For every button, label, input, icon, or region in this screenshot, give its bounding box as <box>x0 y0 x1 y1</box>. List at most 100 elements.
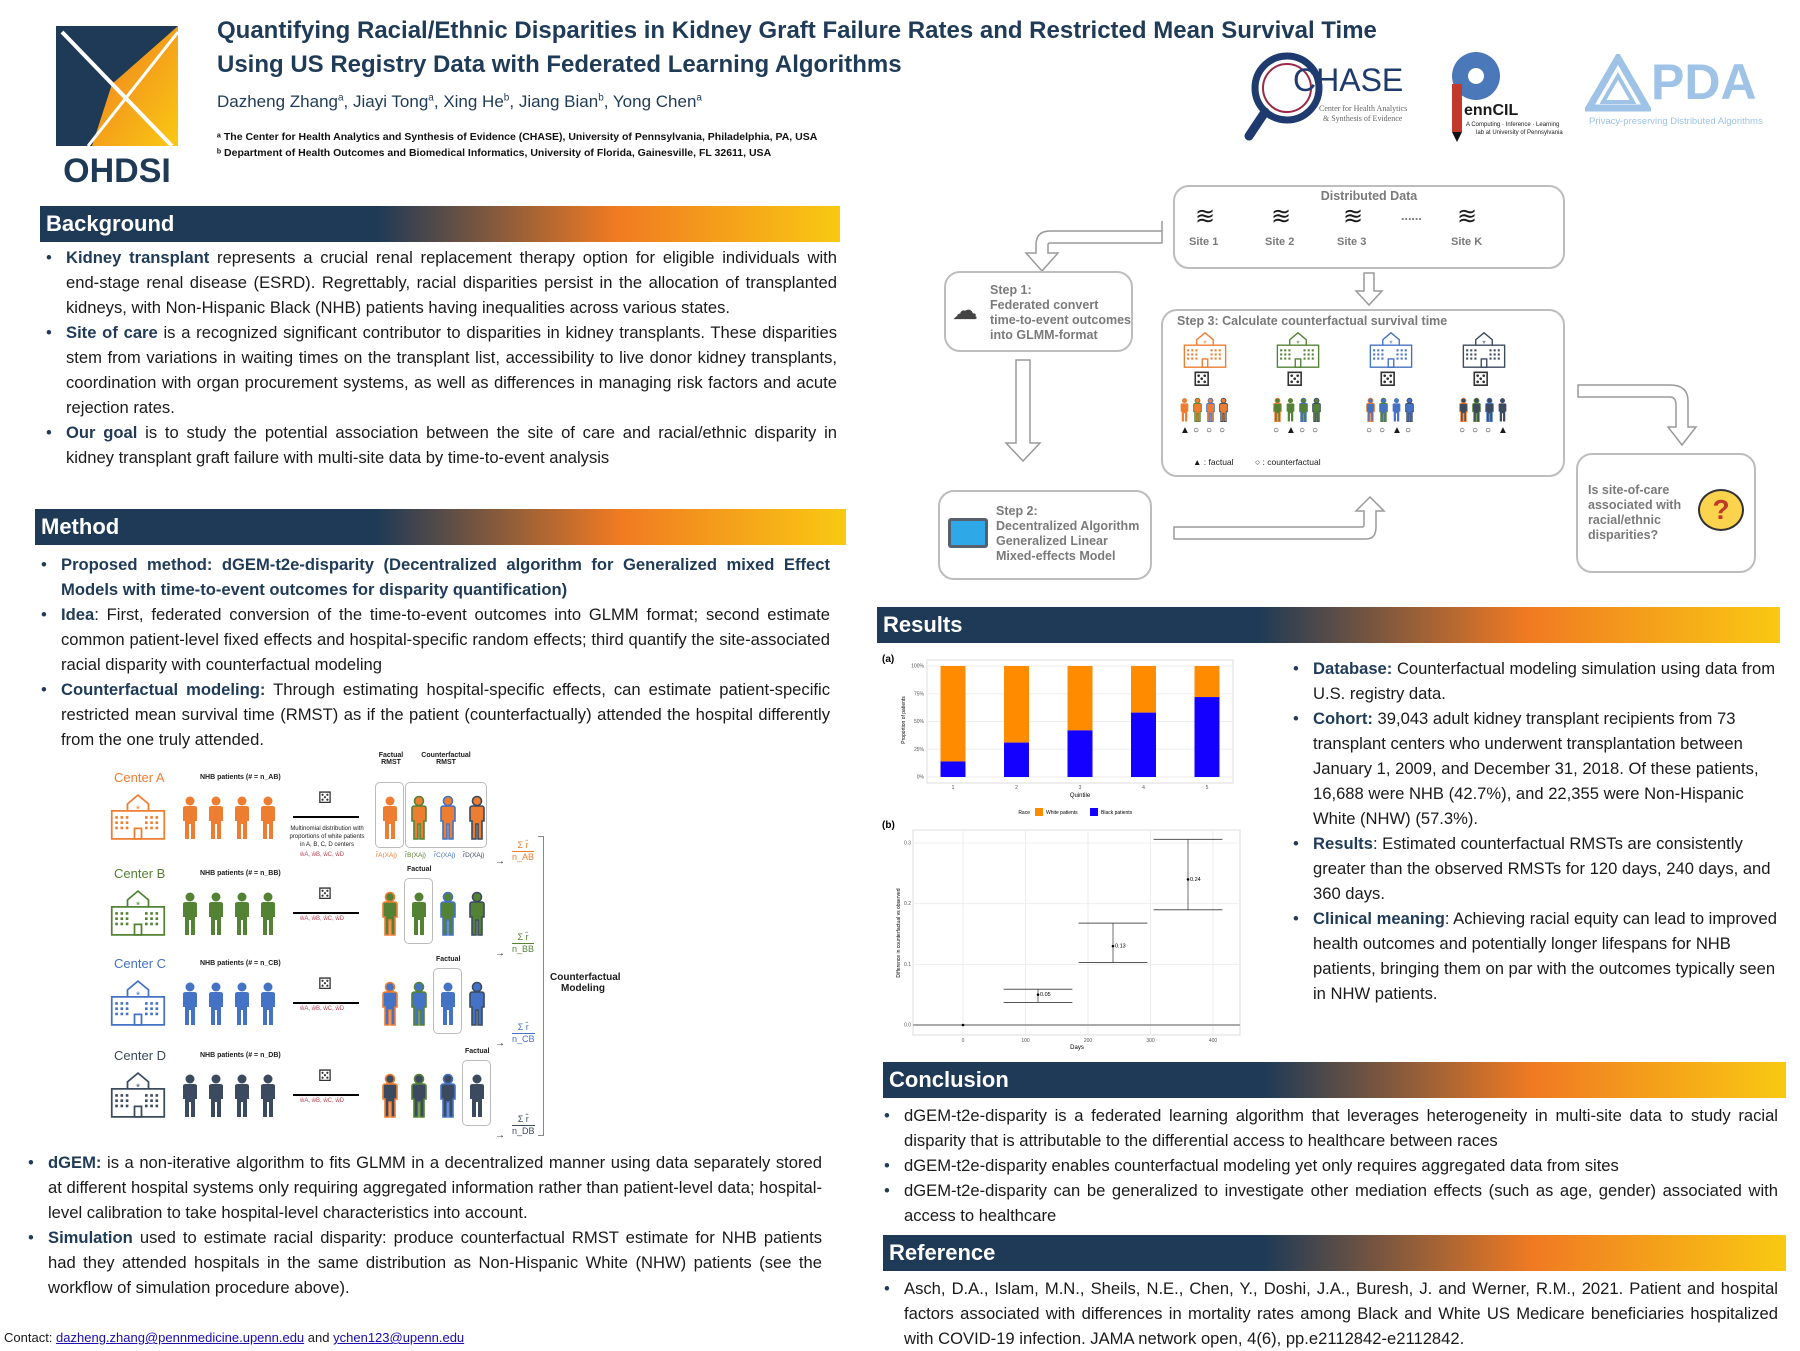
item-bold-lead: Results <box>1313 834 1373 853</box>
rmst-label: r̂C(XAj) <box>434 852 456 859</box>
flow-arrows <box>1004 221 1698 540</box>
counterfactual-patient-icon <box>409 886 429 947</box>
penncil-logo: ennCIL A Computing · Inference · Learnin… <box>1448 48 1578 144</box>
author-list: Dazheng Zhanga, Jiayi Tonga, Xing Heb, J… <box>217 92 702 111</box>
legend-counterfactual: ○ : counterfactual <box>1255 457 1321 467</box>
item-bold-lead: Cohort: <box>1313 709 1373 728</box>
svg-text:*: * <box>136 1082 140 1094</box>
poster-title: Quantifying Racial/Ethnic Disparities in… <box>217 14 1417 82</box>
patient-icon <box>206 886 226 947</box>
author-name: Yong Chen <box>612 92 697 111</box>
email-link-1[interactable]: dazheng.zhang@pennmedicine.upenn.edu <box>56 1330 305 1345</box>
title-line-1: Quantifying Racial/Ethnic Disparities in… <box>217 17 1377 44</box>
item-bold-lead: Our goal <box>66 423 138 442</box>
step2-line: Generalized Linear <box>996 534 1108 548</box>
sum-denominator: n_DB <box>512 1126 535 1136</box>
center-label: Center C <box>114 956 167 971</box>
background-heading: Background <box>40 206 840 242</box>
list-item: Asch, D.A., Islam, M.N., Sheils, N.E., C… <box>878 1276 1778 1351</box>
x-tick-label: 2 <box>1015 785 1018 791</box>
patient-icon <box>1365 397 1376 428</box>
hospital-icon: * <box>110 788 166 851</box>
item-text: Through estimating hospital-specific eff… <box>61 680 830 749</box>
arrow-data-to-step3 <box>1354 272 1384 307</box>
conclusion-heading: Conclusion <box>883 1062 1786 1098</box>
patient-icon <box>232 1068 252 1129</box>
hospital-icon: * <box>1183 331 1227 374</box>
penncil-logo-text: ennCIL <box>1464 102 1519 119</box>
factual-marker: ▲ <box>1392 425 1402 436</box>
author-affiliation-mark: a <box>696 92 702 104</box>
x-tick-label: 5 <box>1206 785 1209 791</box>
sum-numerator: Σ r̂ <box>512 1114 535 1126</box>
list-item: dGEM-t2e-disparity enables counterfactua… <box>878 1153 1778 1178</box>
svg-text:*: * <box>136 990 140 1002</box>
site-label: Site 3 <box>1337 236 1367 248</box>
patient-icon <box>180 1068 200 1129</box>
question-line: associated with <box>1588 498 1682 512</box>
step1-line: into GLMM-format <box>990 328 1098 342</box>
bar-black-patients <box>1067 730 1093 777</box>
ohdsi-logo-text: OHDSI <box>63 152 171 190</box>
item-text: dGEM-t2e-disparity can be generalized to… <box>904 1181 1778 1225</box>
bar-white-patients <box>1131 666 1156 713</box>
chase-sub-1: Center for Health Analytics <box>1319 104 1408 113</box>
factual-marker: ○ <box>1472 425 1479 436</box>
chase-sub-2: & Synthesis of Evidence <box>1323 114 1403 123</box>
counterfactual-patient-icon <box>467 976 487 1037</box>
list-item: Database: Counterfactual modeling simula… <box>1287 656 1779 706</box>
factual-marker: ○ <box>1219 425 1226 436</box>
data-point <box>961 1023 965 1027</box>
site-label: Site 1 <box>1189 236 1219 248</box>
item-text: used to estimate racial disparity: produ… <box>48 1228 822 1297</box>
title-line-2: Using US Registry Data with Federated Le… <box>217 51 902 78</box>
question-line: Is site-of-care <box>1588 483 1670 497</box>
patient-icon <box>206 976 226 1037</box>
bar-black-patients <box>1194 697 1220 777</box>
nhb-patients-label: NHB patients (# = n_DB) <box>200 1052 281 1059</box>
factual-marker: ○ <box>1273 425 1280 436</box>
author-affiliation-mark: a <box>428 92 434 104</box>
sum-numerator: Σ r̂ <box>512 1022 535 1034</box>
item-text: : Achieving racial equity can lead to im… <box>1313 909 1777 1003</box>
data-point <box>1111 944 1115 948</box>
hospital-icon: * <box>110 974 166 1037</box>
ohdsi-logo: OHDSI <box>52 24 182 189</box>
y-axis-label: Proportion of patients <box>901 696 907 744</box>
bar-white-patients <box>1004 666 1029 743</box>
email-link-2[interactable]: ychen123@upenn.edu <box>333 1330 465 1345</box>
nhb-patients-label: NHB patients (# = n_CB) <box>200 960 281 967</box>
sampling-arrow <box>293 1094 359 1096</box>
patient-icon <box>1285 397 1296 428</box>
patient-icon <box>1471 397 1482 428</box>
item-bold-lead: Counterfactual modeling: <box>61 680 266 699</box>
bar-white-patients <box>1067 666 1093 731</box>
contact-line: Contact: dazheng.zhang@pennmedicine.upen… <box>4 1330 464 1345</box>
result-arrow: → <box>495 1130 505 1141</box>
sampling-arrow <box>293 1002 359 1004</box>
item-text: dGEM-t2e-disparity is a federated learni… <box>904 1106 1778 1150</box>
patient-icon <box>232 886 252 947</box>
x-tick-label: 100 <box>1021 1038 1030 1044</box>
author-name: Jiang Bian <box>518 92 599 111</box>
y-tick-label: 100% <box>911 664 924 670</box>
arrow-step3-to-question <box>1577 384 1698 447</box>
nhb-patients-label: NHB patients (# = n_BB) <box>200 870 281 877</box>
counterfactual-patient-icon <box>438 790 458 851</box>
item-bold-lead: Database: <box>1313 659 1393 678</box>
list-item: Simulation used to estimate racial dispa… <box>22 1225 822 1300</box>
legend-title: Race <box>1018 810 1030 816</box>
center-label: Center D <box>114 1048 167 1063</box>
step2-line: Mixed-effects Model <box>996 549 1116 563</box>
counterfactual-patient-icon <box>380 886 400 947</box>
legend-label-white: White patients <box>1046 810 1078 816</box>
patient-icon <box>1378 397 1389 428</box>
patient-icon <box>1298 397 1309 428</box>
sum-fraction: Σ r̂n_DB <box>512 1114 535 1137</box>
author-name: Jiayi Tong <box>353 92 429 111</box>
legend-swatch-black <box>1090 808 1098 816</box>
list-item: dGEM-t2e-disparity can be generalized to… <box>878 1178 1778 1228</box>
dice-icon: ⚄ <box>318 976 332 993</box>
patient-icon <box>1272 397 1283 428</box>
counterfactual-modeling-label: Counterfactual Modeling <box>550 972 621 994</box>
